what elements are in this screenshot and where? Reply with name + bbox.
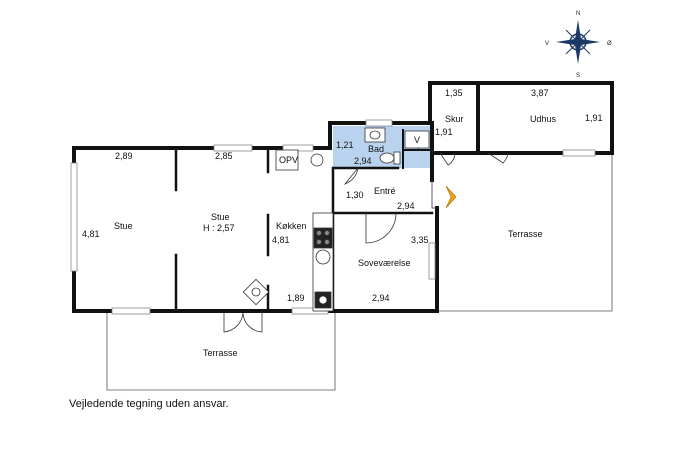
v-cabinet <box>404 130 430 149</box>
dim-stue-left-depth: 4,81 <box>82 229 100 239</box>
kitchen-counter <box>312 212 334 312</box>
sink-icon <box>315 249 331 265</box>
room-udhus: Udhus <box>530 114 557 124</box>
dim-bad-width: 2,94 <box>354 156 372 166</box>
dim-stue-center-width: 2,85 <box>215 151 233 161</box>
dim-koekken-depth: 4,81 <box>272 235 290 245</box>
disclaimer-text: Vejledende tegning uden ansvar. <box>69 398 229 410</box>
dim-entre-width: 2,94 <box>397 201 415 211</box>
compass-e: Ø <box>607 41 612 47</box>
dim-udhus-depth: 1,91 <box>585 113 603 123</box>
walls <box>72 81 614 313</box>
compass-n: N <box>576 11 580 17</box>
room-stue-center: Stue <box>211 212 230 222</box>
dim-stue-left-width: 2,89 <box>115 151 133 161</box>
dim-bad-depth: 1,21 <box>336 140 354 150</box>
compass-icon <box>556 20 600 64</box>
stove-icon <box>313 227 333 249</box>
dim-skur-depth: 1,91 <box>435 127 453 137</box>
dim-skur-width: 1,35 <box>445 88 463 98</box>
room-terrasse-bottom: Terrasse <box>203 348 238 358</box>
dim-koekken-width: 1,89 <box>287 293 305 303</box>
toilet-icon <box>393 151 401 165</box>
label-opv: OPV <box>279 155 298 165</box>
water-heater-icon <box>310 153 324 167</box>
dim-sove-width: 2,94 <box>372 293 390 303</box>
room-terrasse-right: Terrasse <box>508 229 543 239</box>
room-stue-left: Stue <box>114 221 133 231</box>
utility-box <box>275 149 324 171</box>
terrace-bottom-outline <box>106 311 336 391</box>
label-v: V <box>414 135 420 145</box>
room-entre: Entré <box>374 186 396 196</box>
dim-sove-depth: 3,35 <box>411 235 429 245</box>
stove-fireplace-icon <box>242 278 270 306</box>
compass-v: V <box>545 41 549 47</box>
room-skur: Skur <box>445 114 464 124</box>
entrance-arrow-icon <box>445 185 457 209</box>
room-sovevaerelse: Soveværelse <box>358 258 411 268</box>
compass-s: S <box>576 73 580 79</box>
bath-fixtures <box>364 127 430 165</box>
dim-entre-depth: 1,30 <box>346 190 364 200</box>
dim-udhus-width: 3,87 <box>531 88 549 98</box>
room-bad: Bad <box>368 144 384 154</box>
room-koekken: Køkken <box>276 221 307 231</box>
stue-height: H : 2,57 <box>203 223 235 233</box>
